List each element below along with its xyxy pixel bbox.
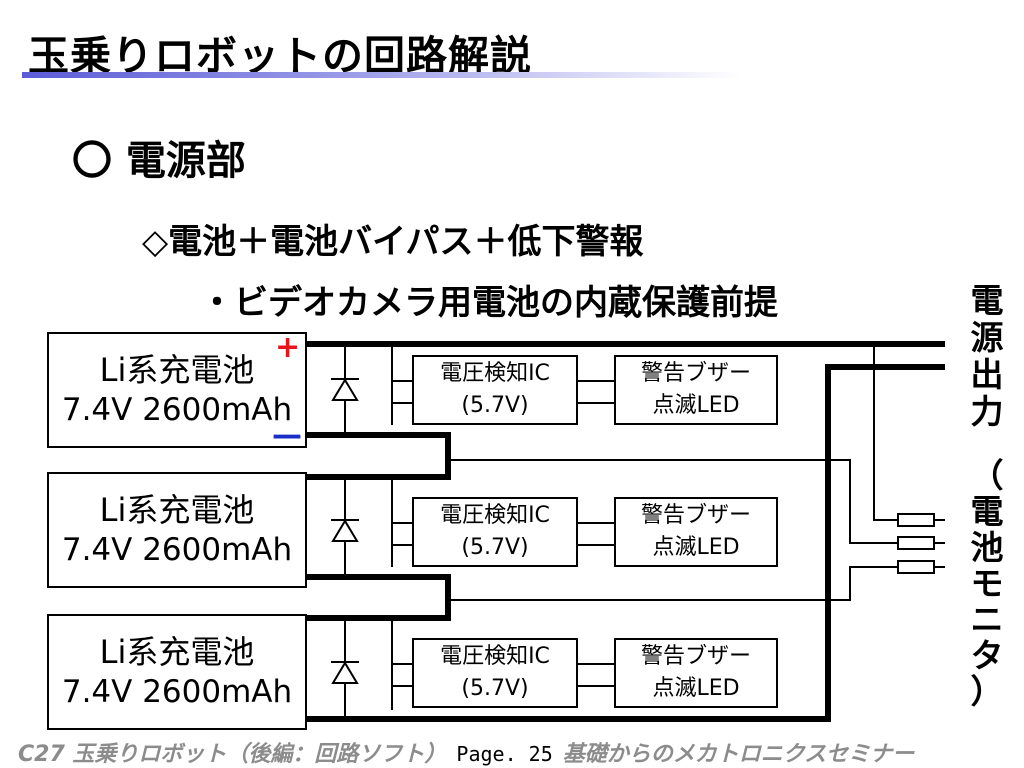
battery-1: Li系充電池 7.4V 2600mAh (47, 332, 307, 448)
buzzer-2: 警告ブザー 点滅LED (614, 497, 778, 567)
buzzer-1-name: 警告ブザー (640, 361, 751, 386)
wire-monitor-3 (448, 566, 945, 601)
battery-3: Li系充電池 7.4V 2600mAh (47, 614, 307, 730)
wire-det-buz-3 (578, 663, 614, 687)
side-char: ニ (970, 600, 1004, 639)
detector-1-spec: (5.7V) (461, 393, 529, 418)
side-char: 電 (970, 281, 1004, 320)
wire-det-1 (391, 344, 412, 425)
wire-det-buz-2 (578, 522, 614, 546)
voltage-detector-3: 電圧検知IC (5.7V) (412, 638, 578, 708)
diode-1 (331, 378, 359, 401)
diode-3 (331, 661, 359, 684)
detector-2-name: 電圧検知IC (440, 503, 550, 528)
battery-3-spec: 7.4V 2600mAh (61, 674, 293, 710)
wire-negative-rail (307, 364, 945, 722)
wire-det-3 (391, 618, 412, 710)
title-underline (22, 72, 742, 78)
side-char: タ (970, 636, 1004, 675)
battery-3-name: Li系充電池 (99, 633, 255, 671)
buzzer-3: 警告ブザー 点滅LED (614, 638, 778, 708)
side-char: モ (970, 564, 1004, 603)
battery-2-name: Li系充電池 (99, 491, 255, 529)
page-number: Page. 25 (456, 742, 553, 766)
buzzer-3-spec: 点滅LED (652, 676, 740, 701)
buzzer-3-name: 警告ブザー (640, 644, 751, 669)
side-char: 池 (970, 528, 1004, 567)
detector-2-spec: (5.7V) (461, 535, 529, 560)
battery-1-spec: 7.4V 2600mAh (61, 392, 293, 428)
side-char: ） (970, 672, 1004, 711)
battery-1-name: Li系充電池 (99, 351, 255, 389)
voltage-detector-2: 電圧検知IC (5.7V) (412, 497, 578, 567)
footer-course: C27 玉乗りロボット（後編：回路ソフト） (18, 742, 447, 767)
battery-monitor-label: （ 電 池 モ ニ タ ） (965, 458, 1009, 710)
resistor-3 (897, 560, 935, 574)
detector-3-name: 電圧検知IC (440, 644, 550, 669)
bullet-2: ・ビデオカメラ用電池の内蔵保護前提 (200, 283, 778, 323)
negative-terminal-mark: — (272, 418, 302, 453)
side-char: 力 (970, 392, 1004, 431)
buzzer-1-spec: 点滅LED (652, 393, 740, 418)
footer: C27 玉乗りロボット（後編：回路ソフト） Page. 25 基礎からのメカトロニク… (18, 736, 914, 768)
diode-2 (331, 519, 359, 542)
side-char: 電 (970, 492, 1004, 531)
buzzer-1: 警告ブザー 点滅LED (614, 355, 778, 425)
buzzer-2-name: 警告ブザー (640, 503, 751, 528)
battery-2: Li系充電池 7.4V 2600mAh (47, 472, 307, 588)
detector-1-name: 電圧検知IC (440, 361, 550, 386)
wire-monitor-2 (448, 459, 945, 544)
section-heading: 〇 電源部 (72, 138, 246, 184)
voltage-detector-1: 電圧検知IC (5.7V) (412, 355, 578, 425)
footer-seminar: 基礎からのメカトロニクスセミナー (562, 742, 915, 767)
resistor-2 (897, 536, 935, 550)
positive-terminal-mark: + (275, 330, 301, 365)
side-char: （ (970, 456, 1004, 495)
bullet-1: ◇電池＋電池バイパス＋低下警報 (142, 222, 644, 262)
wire-det-2 (391, 477, 412, 567)
resistor-1 (897, 513, 935, 527)
power-output-label: 電 源 出 力 (965, 282, 1009, 430)
wire-series-1 (307, 432, 451, 480)
side-char: 出 (970, 355, 1004, 394)
wire-monitor-1 (873, 344, 945, 521)
battery-2-spec: 7.4V 2600mAh (61, 532, 293, 568)
wire-series-2 (307, 574, 451, 621)
wire-det-buz-1 (578, 380, 614, 404)
detector-3-spec: (5.7V) (461, 676, 529, 701)
buzzer-2-spec: 点滅LED (652, 535, 740, 560)
side-char: 源 (970, 318, 1004, 357)
